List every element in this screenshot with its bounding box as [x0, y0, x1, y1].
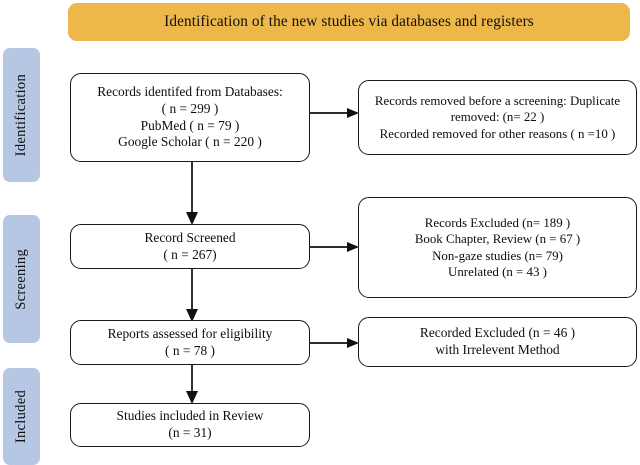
arrow-assessed-to-included: [181, 364, 203, 406]
stage-tab-screening: Screening: [3, 215, 40, 343]
stage-tab-included: Included: [3, 368, 40, 465]
banner-title: Identification of the new studies via da…: [164, 12, 534, 30]
stage-tab-identification-label: Identification: [13, 73, 30, 157]
box-line: PubMed ( n = 79 ): [140, 117, 240, 133]
box-line: Google Scholar ( n = 220 ): [118, 134, 262, 150]
box-line: Unrelated (n = 43 ): [448, 264, 547, 279]
arrow-screened-to-assessed: [181, 268, 203, 324]
arrow-identified-to-removed: [309, 100, 361, 126]
box-line: Records identifed from Databases:: [97, 83, 283, 99]
box-line: ( n = 299 ): [161, 100, 219, 116]
box-records-excluded: Records Excluded (n= 189 ) Book Chapter,…: [358, 197, 637, 298]
box-line: Recorded removed for other reasons ( n =…: [379, 126, 616, 141]
box-line: Record Screened: [144, 229, 236, 245]
box-records-identified: Records identifed from Databases: ( n = …: [70, 73, 310, 162]
box-line: Records Excluded (n= 189 ): [424, 216, 571, 230]
box-reports-assessed: Reports assessed for eligibility ( n = 7…: [70, 320, 310, 365]
box-line: with Irrelevent Method: [435, 342, 560, 357]
box-line: Recorded Excluded (n = 46 ): [419, 325, 576, 341]
stage-tab-included-label: Included: [13, 389, 30, 444]
box-line: removed: (n= 22 ): [450, 110, 545, 125]
box-line: (n = 31): [168, 425, 212, 440]
box-line: ( n = 78 ): [165, 342, 215, 358]
arrow-screened-to-excluded: [309, 234, 361, 260]
box-line: Book Chapter, Review (n = 67 ): [414, 232, 581, 247]
box-records-removed: Records removed before a screening: Dupl…: [358, 80, 637, 155]
box-line: Reports assessed for eligibility: [107, 325, 273, 341]
stage-tab-screening-label: Screening: [13, 248, 30, 310]
diagram-banner: Identification of the new studies via da…: [68, 3, 630, 41]
box-studies-included: Studies included in Review (n = 31): [70, 403, 310, 447]
arrow-assessed-to-recorded-excluded: [309, 330, 361, 356]
stage-tab-identification: Identification: [3, 48, 40, 182]
box-line: Records removed before a screening: Dupl…: [374, 94, 621, 109]
box-line: ( n = 267): [163, 246, 217, 262]
arrow-identified-to-screened: [181, 161, 203, 227]
box-recorded-excluded: Recorded Excluded (n = 46 ) with Irrelev…: [358, 317, 637, 367]
box-record-screened: Record Screened ( n = 267): [70, 224, 310, 269]
box-line: Non-gaze studies (n= 79): [432, 248, 563, 263]
box-line: Studies included in Review: [116, 408, 264, 424]
